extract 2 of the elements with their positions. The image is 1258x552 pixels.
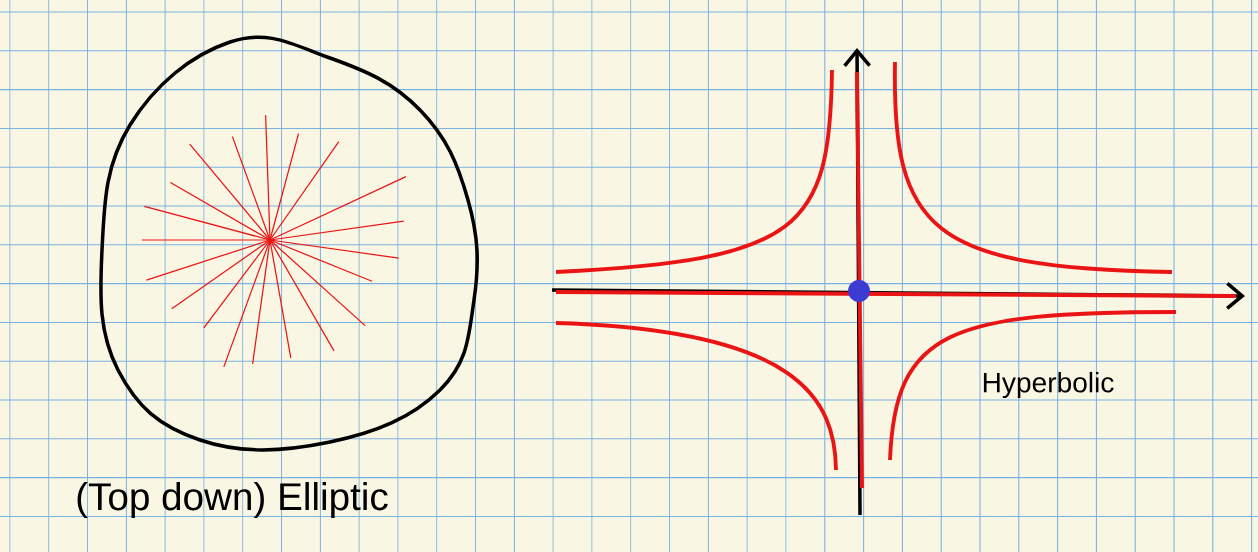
caption-text: Hyperbolic [983,371,1114,399]
caption-text: (Top down) Elliptic [77,482,388,518]
